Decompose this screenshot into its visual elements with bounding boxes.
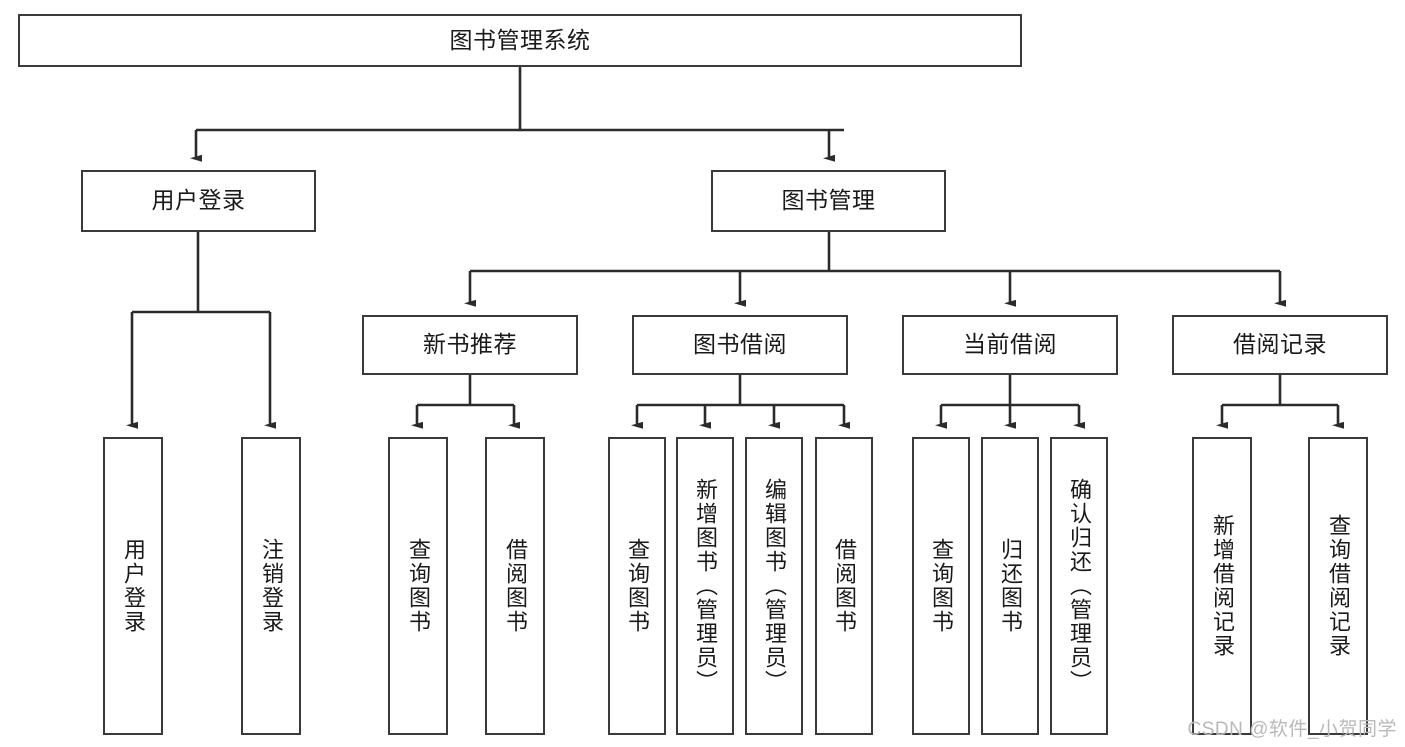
leaf-current-borrow-return[interactable]: 归还图书 bbox=[981, 437, 1039, 735]
leaf-current-borrow-return-label: 归还图书 bbox=[997, 538, 1023, 634]
node-user-login-label: 用户登录 bbox=[151, 187, 246, 214]
node-current-borrow[interactable]: 当前借阅 bbox=[902, 315, 1118, 375]
node-user-login[interactable]: 用户登录 bbox=[81, 170, 316, 232]
node-root-label: 图书管理系统 bbox=[449, 26, 591, 53]
leaf-borrow-record-add[interactable]: 新增借阅记录 bbox=[1192, 437, 1252, 735]
leaf-user-login-logout-label: 注销登录 bbox=[258, 538, 284, 634]
leaf-user-login-login-label: 用户登录 bbox=[120, 538, 146, 634]
leaf-book-borrow-borrow[interactable]: 借阅图书 bbox=[815, 437, 873, 735]
leaf-book-borrow-edit[interactable]: 编辑图书（管理员） bbox=[745, 437, 803, 735]
leaf-book-borrow-query-label: 查询图书 bbox=[624, 538, 650, 634]
node-book-borrow[interactable]: 图书借阅 bbox=[632, 315, 848, 375]
leaf-borrow-record-query-label: 查询借阅记录 bbox=[1325, 514, 1351, 658]
node-book-borrow-label: 图书借阅 bbox=[693, 331, 787, 358]
leaf-new-book-borrow-label: 借阅图书 bbox=[502, 538, 528, 634]
leaf-book-borrow-add-label: 新增图书（管理员） bbox=[692, 478, 718, 694]
leaf-new-book-borrow[interactable]: 借阅图书 bbox=[485, 437, 545, 735]
node-borrow-record[interactable]: 借阅记录 bbox=[1172, 315, 1388, 375]
leaf-current-borrow-query[interactable]: 查询图书 bbox=[912, 437, 970, 735]
leaf-book-borrow-edit-label: 编辑图书（管理员） bbox=[761, 478, 787, 694]
leaf-user-login-login[interactable]: 用户登录 bbox=[103, 437, 163, 735]
leaf-current-borrow-confirm-return-label: 确认归还（管理员） bbox=[1066, 478, 1092, 694]
leaf-borrow-record-add-label: 新增借阅记录 bbox=[1209, 514, 1235, 658]
leaf-borrow-record-query[interactable]: 查询借阅记录 bbox=[1308, 437, 1368, 735]
leaf-new-book-query[interactable]: 查询图书 bbox=[388, 437, 448, 735]
node-root-book-management-system[interactable]: 图书管理系统 bbox=[18, 14, 1022, 67]
node-book-management[interactable]: 图书管理 bbox=[711, 170, 946, 232]
leaf-book-borrow-query[interactable]: 查询图书 bbox=[608, 437, 666, 735]
node-new-book-recommend[interactable]: 新书推荐 bbox=[362, 315, 578, 375]
leaf-current-borrow-confirm-return[interactable]: 确认归还（管理员） bbox=[1050, 437, 1108, 735]
leaf-current-borrow-query-label: 查询图书 bbox=[928, 538, 954, 634]
node-new-book-recommend-label: 新书推荐 bbox=[423, 331, 517, 358]
node-book-management-label: 图书管理 bbox=[781, 187, 876, 214]
leaf-user-login-logout[interactable]: 注销登录 bbox=[241, 437, 301, 735]
leaf-new-book-query-label: 查询图书 bbox=[405, 538, 431, 634]
node-borrow-record-label: 借阅记录 bbox=[1233, 331, 1327, 358]
node-current-borrow-label: 当前借阅 bbox=[963, 331, 1057, 358]
leaf-book-borrow-add[interactable]: 新增图书（管理员） bbox=[676, 437, 734, 735]
leaf-book-borrow-borrow-label: 借阅图书 bbox=[831, 538, 857, 634]
